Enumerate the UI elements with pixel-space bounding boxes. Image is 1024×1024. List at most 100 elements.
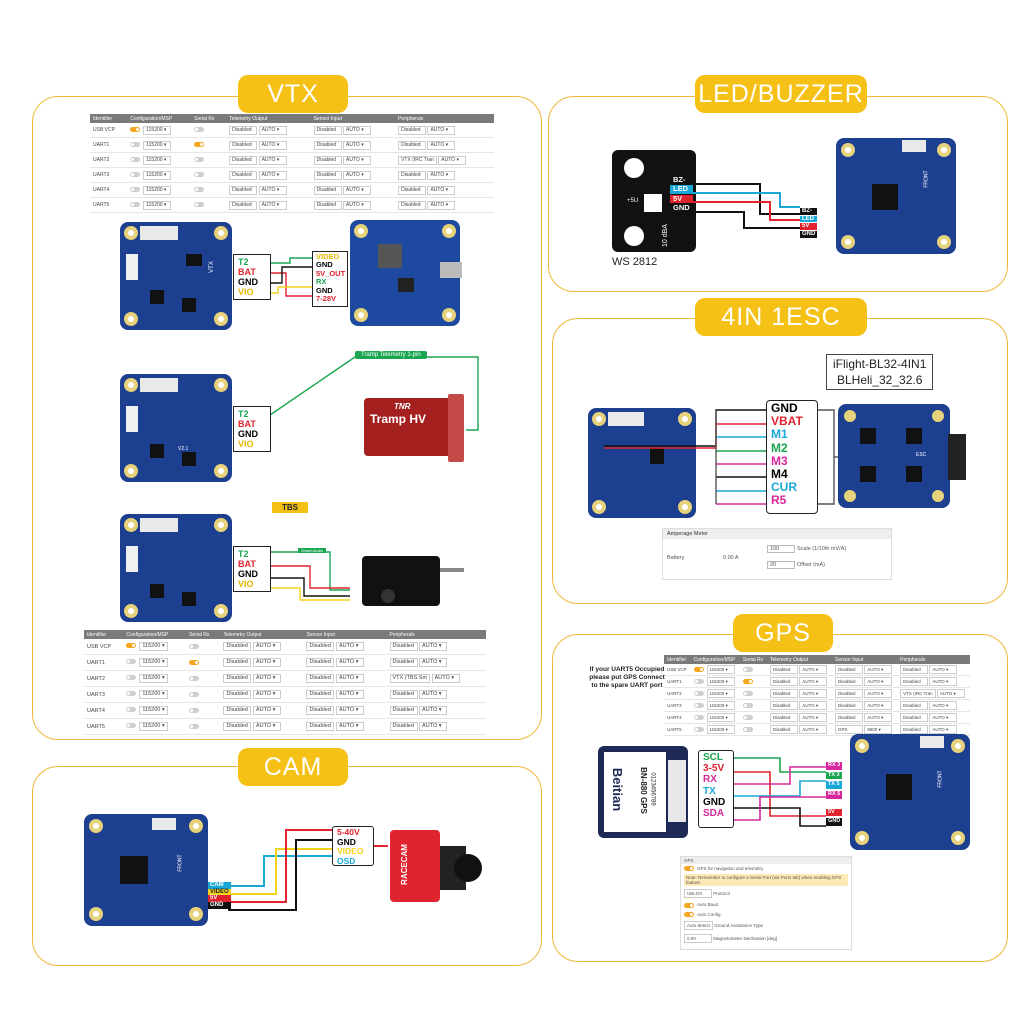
serial-rx-toggle[interactable] — [189, 659, 200, 665]
sensor-select[interactable]: Disabled — [306, 690, 335, 699]
scale-input[interactable]: 100 — [767, 545, 795, 553]
sensor-select[interactable]: Disabled — [835, 701, 864, 710]
baud-select[interactable]: 115200 ▾ — [706, 689, 735, 698]
peripheral-select[interactable]: Disabled — [900, 665, 929, 674]
telemetry-baud-select[interactable]: AUTO ▾ — [258, 155, 287, 165]
sensor-baud-select[interactable]: AUTO ▾ — [336, 722, 365, 731]
sensor-select[interactable]: Disabled — [306, 658, 335, 667]
telemetry-select[interactable]: Disabled — [769, 665, 798, 674]
telemetry-baud-select[interactable]: AUTO ▾ — [799, 713, 828, 722]
sensor-baud-select[interactable]: AUTO ▾ — [864, 665, 893, 674]
peripheral-baud-select[interactable]: AUTO ▾ — [929, 665, 958, 674]
peripheral-baud-select[interactable]: AUTO ▾ — [427, 125, 456, 135]
msp-toggle[interactable] — [693, 667, 704, 673]
serial-rx-toggle[interactable] — [742, 679, 753, 685]
declination-input[interactable]: 0.00 — [684, 933, 712, 943]
peripheral-baud-select[interactable]: AUTO ▾ — [419, 642, 448, 651]
baud-select[interactable]: 115200 ▾ — [139, 674, 168, 683]
sensor-baud-select[interactable]: AUTO ▾ — [343, 125, 372, 135]
peripheral-baud-select[interactable]: AUTO ▾ — [929, 677, 958, 686]
gps-toggle[interactable] — [684, 866, 694, 872]
sensor-select[interactable]: Disabled — [313, 125, 342, 135]
telemetry-select[interactable]: Disabled — [769, 713, 798, 722]
telemetry-select[interactable]: Disabled — [229, 155, 258, 165]
msp-toggle[interactable] — [693, 727, 704, 733]
telemetry-baud-select[interactable]: AUTO ▾ — [252, 674, 281, 683]
sensor-select[interactable]: Disabled — [306, 674, 335, 683]
sensor-baud-select[interactable]: AUTO ▾ — [343, 170, 372, 180]
sensor-baud-select[interactable]: AUTO ▾ — [864, 701, 893, 710]
baud-select[interactable]: 115200 ▾ — [143, 170, 172, 180]
peripheral-select[interactable]: Disabled — [398, 170, 427, 180]
msp-toggle[interactable] — [693, 679, 704, 685]
peripheral-select[interactable]: Disabled — [389, 642, 418, 651]
serial-rx-toggle[interactable] — [194, 187, 205, 193]
peripheral-select[interactable]: Disabled — [900, 677, 929, 686]
serial-rx-toggle[interactable] — [742, 667, 753, 673]
sensor-select[interactable]: Disabled — [306, 642, 335, 651]
telemetry-select[interactable]: Disabled — [229, 170, 258, 180]
peripheral-select[interactable]: VTX (IRC Tran — [900, 689, 936, 698]
peripheral-baud-select[interactable]: AUTO ▾ — [427, 185, 456, 195]
sensor-select[interactable]: Disabled — [313, 170, 342, 180]
sensor-select[interactable]: Disabled — [313, 200, 342, 210]
peripheral-select[interactable]: Disabled — [398, 125, 427, 135]
sensor-select[interactable]: Disabled — [313, 185, 342, 195]
peripheral-select[interactable]: Disabled — [900, 701, 929, 710]
serial-rx-toggle[interactable] — [194, 127, 205, 133]
baud-select[interactable]: 115200 ▾ — [706, 677, 735, 686]
telemetry-baud-select[interactable]: AUTO ▾ — [799, 689, 828, 698]
serial-rx-toggle[interactable] — [194, 142, 205, 148]
telemetry-select[interactable]: Disabled — [769, 701, 798, 710]
telemetry-baud-select[interactable]: AUTO ▾ — [799, 701, 828, 710]
peripheral-baud-select[interactable]: AUTO ▾ — [419, 658, 448, 667]
telemetry-select[interactable]: Disabled — [223, 722, 252, 731]
telemetry-select[interactable]: Disabled — [223, 690, 252, 699]
sensor-baud-select[interactable]: AUTO ▾ — [336, 674, 365, 683]
serial-rx-toggle[interactable] — [194, 202, 205, 208]
peripheral-baud-select[interactable]: AUTO ▾ — [431, 674, 460, 683]
baud-select[interactable]: 115200 ▾ — [706, 713, 735, 722]
telemetry-baud-select[interactable]: AUTO ▾ — [252, 658, 281, 667]
peripheral-select[interactable]: Disabled — [389, 706, 418, 715]
sensor-select[interactable]: GPS — [835, 725, 864, 734]
baud-select[interactable]: 115200 ▾ — [706, 665, 735, 674]
peripheral-baud-select[interactable]: AUTO ▾ — [936, 689, 965, 698]
sensor-baud-select[interactable]: AUTO ▾ — [343, 200, 372, 210]
peripheral-baud-select[interactable]: AUTO ▾ — [419, 706, 448, 715]
serial-rx-toggle[interactable] — [194, 172, 205, 178]
peripheral-select[interactable]: Disabled — [398, 140, 427, 150]
telemetry-baud-select[interactable]: AUTO ▾ — [258, 170, 287, 180]
peripheral-select[interactable]: VTX (TBS Sm — [389, 674, 431, 683]
peripheral-baud-select[interactable]: AUTO ▾ — [929, 713, 958, 722]
peripheral-select[interactable]: Disabled — [398, 200, 427, 210]
baud-select[interactable]: 115200 ▾ — [143, 185, 172, 195]
msp-toggle[interactable] — [130, 171, 141, 177]
msp-toggle[interactable] — [126, 707, 137, 713]
peripheral-baud-select[interactable]: AUTO ▾ — [419, 722, 448, 731]
telemetry-baud-select[interactable]: AUTO ▾ — [252, 706, 281, 715]
msp-toggle[interactable] — [693, 703, 704, 709]
telemetry-select[interactable]: Disabled — [229, 125, 258, 135]
peripheral-select[interactable]: Disabled — [389, 690, 418, 699]
msp-toggle[interactable] — [126, 659, 137, 665]
sensor-select[interactable]: Disabled — [306, 722, 335, 731]
serial-rx-toggle[interactable] — [742, 727, 753, 733]
gps-protocol-select[interactable]: UBLOX — [684, 889, 712, 899]
sensor-baud-select[interactable]: AUTO ▾ — [343, 155, 372, 165]
baud-select[interactable]: 115200 ▾ — [143, 200, 172, 210]
sensor-baud-select[interactable]: AUTO ▾ — [864, 689, 893, 698]
sensor-select[interactable]: Disabled — [835, 665, 864, 674]
telemetry-baud-select[interactable]: AUTO ▾ — [258, 185, 287, 195]
telemetry-select[interactable]: Disabled — [223, 706, 252, 715]
peripheral-baud-select[interactable]: AUTO ▾ — [929, 701, 958, 710]
sensor-baud-select[interactable]: AUTO ▾ — [336, 658, 365, 667]
sensor-baud-select[interactable]: 9600 ▾ — [864, 725, 893, 734]
serial-rx-toggle[interactable] — [194, 157, 205, 163]
baud-select[interactable]: 115200 ▾ — [706, 725, 735, 734]
sensor-baud-select[interactable]: AUTO ▾ — [864, 677, 893, 686]
sensor-select[interactable]: Disabled — [835, 677, 864, 686]
baud-select[interactable]: 115200 ▾ — [139, 690, 168, 699]
telemetry-select[interactable]: Disabled — [229, 185, 258, 195]
msp-toggle[interactable] — [126, 723, 137, 729]
